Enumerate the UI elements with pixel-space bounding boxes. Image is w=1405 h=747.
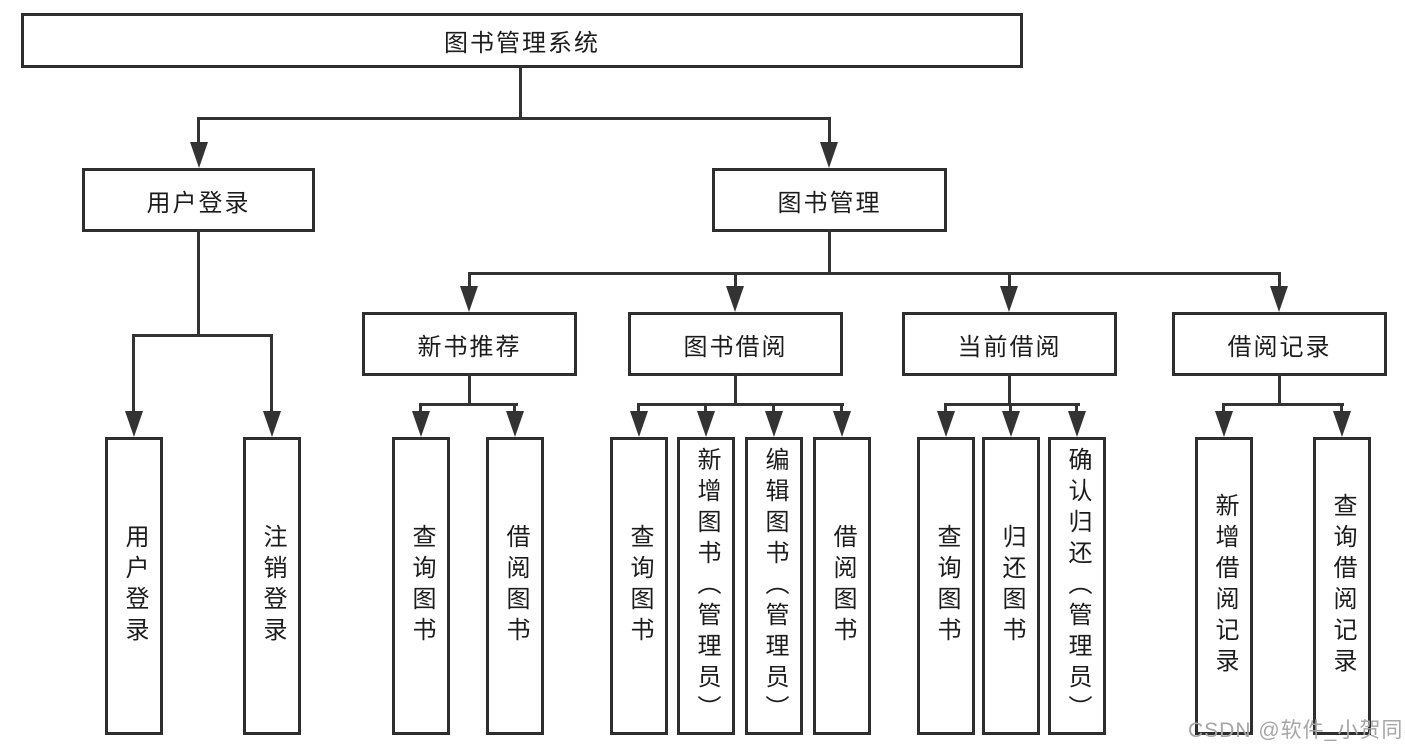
v-line xyxy=(1278,272,1281,288)
arrow-down-icon xyxy=(820,142,838,168)
leaf-borrow-borrow-books: 借阅图书 xyxy=(813,437,871,735)
v-line xyxy=(734,374,737,406)
leaf-label: 查询图书 xyxy=(626,524,653,648)
leaf-label: 用户登录 xyxy=(121,524,148,648)
leaf-records-add-record: 新增借阅记录 xyxy=(1195,437,1253,735)
v-line xyxy=(468,374,471,406)
leaf-label: 确认归还（管理员） xyxy=(1064,446,1091,726)
arrow-down-icon xyxy=(697,411,715,437)
leaf-current-return-books: 归还图书 xyxy=(982,437,1040,735)
leaf-label: 查询借阅记录 xyxy=(1329,493,1356,679)
v-line xyxy=(704,403,707,413)
node-borrow-records: 借阅记录 xyxy=(1172,312,1387,376)
csdn-watermark: CSDN @软件_小贺同学 xyxy=(1188,719,1405,742)
leaf-label: 归还图书 xyxy=(998,524,1025,648)
h-line xyxy=(419,403,518,406)
v-line xyxy=(519,66,522,120)
h-line xyxy=(468,272,1281,275)
leaf-label: 新增借阅记录 xyxy=(1211,493,1238,679)
v-line xyxy=(1340,403,1343,413)
v-line xyxy=(132,334,135,412)
v-line xyxy=(1008,272,1011,288)
arrow-down-icon xyxy=(1215,411,1233,437)
h-line xyxy=(132,334,273,337)
v-line xyxy=(197,230,200,337)
h-line xyxy=(1222,403,1344,406)
arrow-down-icon xyxy=(765,411,783,437)
h-line xyxy=(197,117,831,120)
leaf-logout: 注销登录 xyxy=(243,437,301,735)
v-line xyxy=(772,403,775,413)
v-line xyxy=(1278,374,1281,406)
arrow-down-icon xyxy=(1000,286,1018,312)
leaf-label: 注销登录 xyxy=(259,524,286,648)
arrow-down-icon xyxy=(263,411,281,437)
leaf-borrow-edit-books-admin: 编辑图书（管理员） xyxy=(745,437,803,735)
v-line xyxy=(944,403,947,413)
leaf-label: 查询图书 xyxy=(933,524,960,648)
arrow-down-icon xyxy=(1068,411,1086,437)
v-line xyxy=(828,117,831,144)
arrow-down-icon xyxy=(1270,286,1288,312)
v-line xyxy=(1075,403,1078,413)
h-line xyxy=(944,403,1080,406)
h-line xyxy=(637,403,844,406)
v-line xyxy=(270,334,273,412)
node-user-login: 用户登录 xyxy=(82,168,315,232)
arrow-down-icon xyxy=(630,411,648,437)
arrow-down-icon xyxy=(125,411,143,437)
node-book-management: 图书管理 xyxy=(712,168,947,232)
arrow-down-icon xyxy=(506,411,524,437)
leaf-current-confirm-return-admin: 确认归还（管理员） xyxy=(1048,437,1106,735)
leaf-label: 借阅图书 xyxy=(502,524,529,648)
arrow-down-icon xyxy=(1333,411,1351,437)
leaf-recommend-borrow-books: 借阅图书 xyxy=(486,437,544,735)
arrow-down-icon xyxy=(833,411,851,437)
node-book-borrow: 图书借阅 xyxy=(628,312,843,376)
v-line xyxy=(637,403,640,413)
v-line xyxy=(513,403,516,413)
leaf-recommend-query-books: 查询图书 xyxy=(392,437,450,735)
leaf-label: 编辑图书（管理员） xyxy=(761,446,788,726)
arrow-down-icon xyxy=(460,286,478,312)
leaf-label: 查询图书 xyxy=(408,524,435,648)
leaf-label: 借阅图书 xyxy=(829,524,856,648)
node-new-book-recommend: 新书推荐 xyxy=(362,312,577,376)
leaf-label: 新增图书（管理员） xyxy=(693,446,720,726)
v-line xyxy=(1222,403,1225,413)
v-line xyxy=(1009,403,1012,413)
v-line xyxy=(468,272,471,288)
arrow-down-icon xyxy=(937,411,955,437)
v-line xyxy=(1008,374,1011,406)
leaf-borrow-query-books: 查询图书 xyxy=(610,437,668,735)
arrow-down-icon xyxy=(1002,411,1020,437)
v-line xyxy=(419,403,422,413)
arrow-down-icon xyxy=(190,142,208,168)
leaf-records-query-record: 查询借阅记录 xyxy=(1313,437,1371,735)
arrow-down-icon xyxy=(726,286,744,312)
v-line xyxy=(197,117,200,144)
v-line xyxy=(734,272,737,288)
leaf-borrow-add-books-admin: 新增图书（管理员） xyxy=(677,437,735,735)
leaf-current-query-books: 查询图书 xyxy=(917,437,975,735)
node-current-borrow: 当前借阅 xyxy=(902,312,1117,376)
leaf-user-login: 用户登录 xyxy=(105,437,163,735)
arrow-down-icon xyxy=(412,411,430,437)
v-line xyxy=(828,230,831,275)
v-line xyxy=(840,403,843,413)
node-root-library-system: 图书管理系统 xyxy=(21,13,1023,68)
